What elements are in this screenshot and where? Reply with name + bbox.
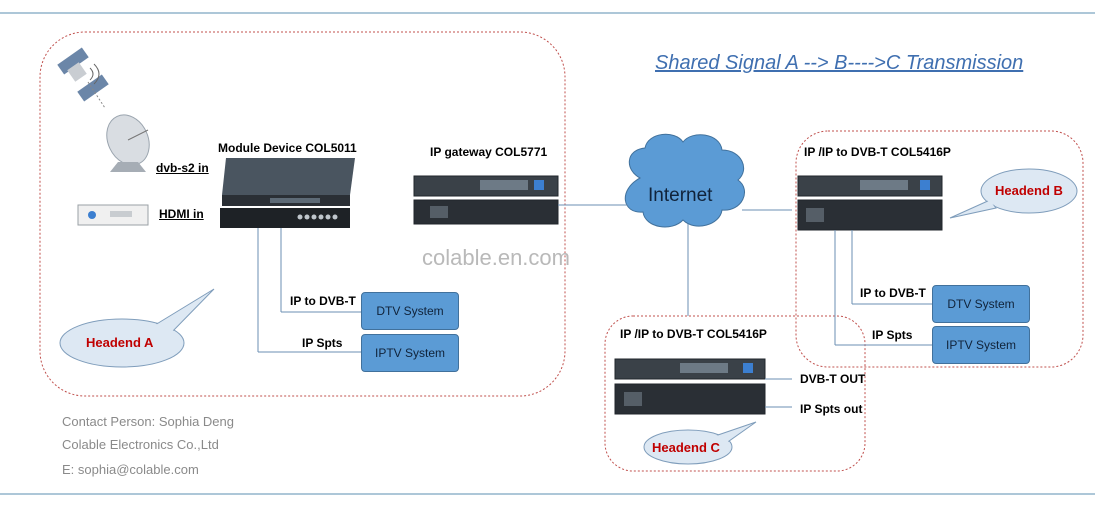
headend-c-callout xyxy=(643,421,757,465)
module-device-label: Module Device COL5011 xyxy=(218,141,357,155)
internet-label: Internet xyxy=(648,185,713,206)
dvbt-out-label: DVB-T OUT xyxy=(800,372,866,386)
headend-b-device xyxy=(797,175,943,231)
headend-b-callout xyxy=(949,168,1078,219)
headend-c-callout-label: Headend C xyxy=(652,440,720,455)
ip-gateway-col5771 xyxy=(413,175,559,225)
headend-a-callout xyxy=(59,288,215,368)
module-device-col5011 xyxy=(220,158,355,228)
hdmi-source-device xyxy=(77,204,149,226)
headend-a-ip-to-dvbt-label: IP to DVB-T xyxy=(290,294,356,308)
headend-b-dtv-system-box: DTV System xyxy=(932,285,1030,323)
headend-c-region xyxy=(604,315,866,472)
internet-cloud-icon xyxy=(624,133,745,228)
satellite-icon xyxy=(57,47,109,109)
contact-company: Colable Electronics Co.,Ltd xyxy=(62,437,219,452)
headend-c-device-label: IP /IP to DVB-T COL5416P xyxy=(620,327,767,341)
hdmi-in-label: HDMI in xyxy=(159,207,204,221)
headend-a-region xyxy=(39,31,566,397)
contact-person: Contact Person: Sophia Deng xyxy=(62,414,234,429)
contact-email: E: sophia@colable.com xyxy=(62,462,199,477)
satellite-dish-icon xyxy=(106,114,150,172)
headend-b-callout-label: Headend B xyxy=(995,183,1063,198)
ip-gateway-label: IP gateway COL5771 xyxy=(430,145,548,159)
connection-lines xyxy=(257,204,932,408)
headend-a-dtv-system-box: DTV System xyxy=(361,292,459,330)
diagram-title: Shared Signal A --> B---->C Transmission xyxy=(655,52,1024,74)
headend-a-ip-spts-label: IP Spts xyxy=(302,336,343,350)
ip-spts-out-label: IP Spts out xyxy=(800,402,863,416)
headend-b-iptv-system-box: IPTV System xyxy=(932,326,1030,364)
dvb-s2-in-label: dvb-s2 in xyxy=(156,161,209,175)
headend-b-device-label: IP /IP to DVB-T COL5416P xyxy=(804,145,951,159)
headend-a-iptv-system-box: IPTV System xyxy=(361,334,459,372)
headend-a-callout-label: Headend A xyxy=(86,335,154,350)
headend-c-device xyxy=(614,358,766,415)
headend-b-ip-spts-label: IP Spts xyxy=(872,328,913,342)
headend-b-ip-to-dvbt-label: IP to DVB-T xyxy=(860,286,926,300)
watermark: colable.en.com xyxy=(422,245,570,270)
